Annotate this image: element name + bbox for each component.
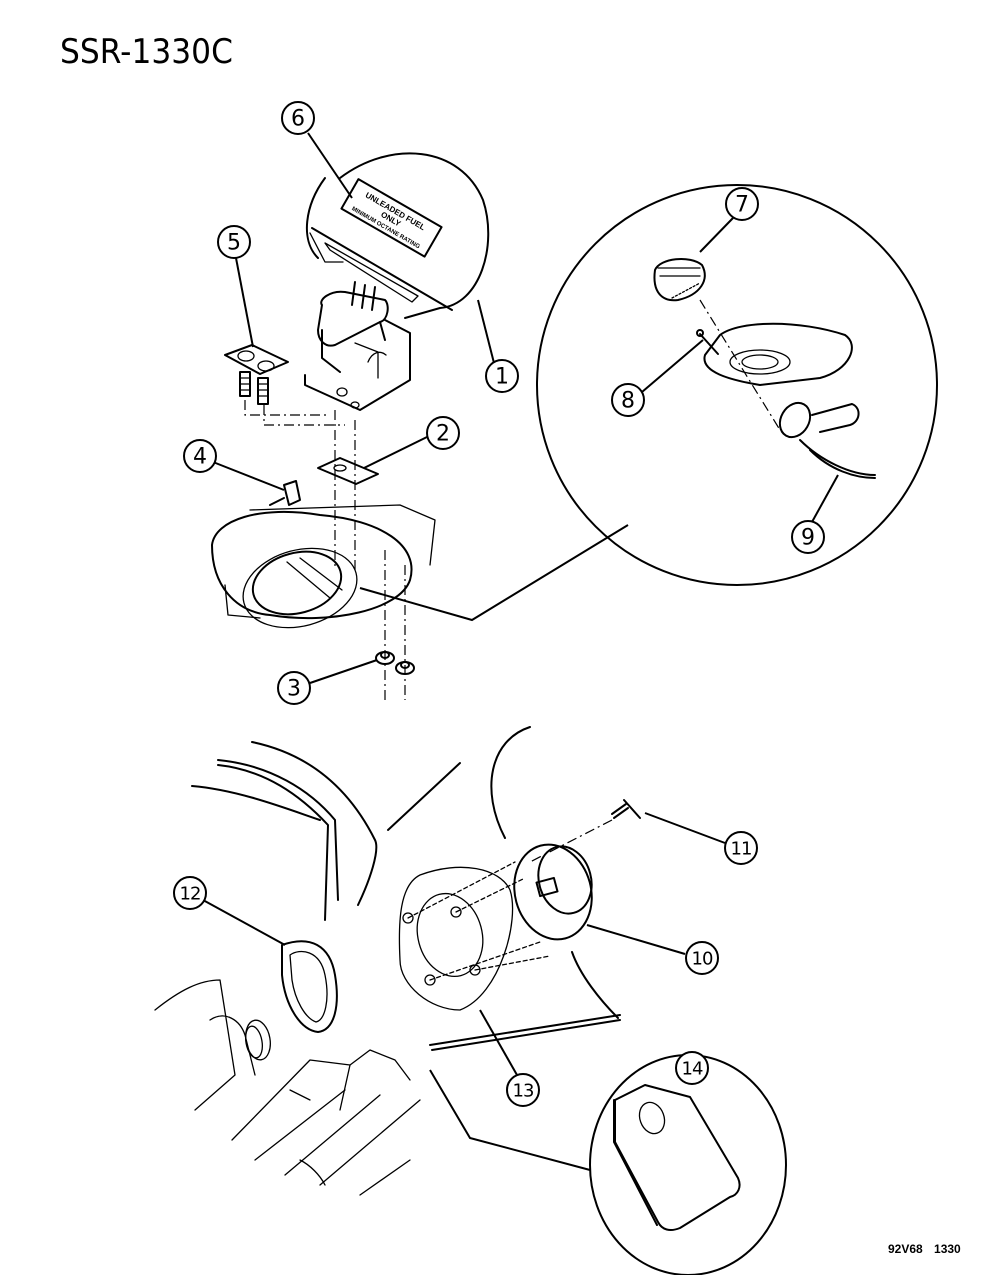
callout-14[interactable]: 14 bbox=[675, 1051, 709, 1085]
callout-13-label: 13 bbox=[513, 1081, 534, 1102]
detail-circle-gasket bbox=[589, 1054, 787, 1275]
callout-12[interactable]: 12 bbox=[173, 876, 207, 910]
callout-4[interactable]: 4 bbox=[183, 439, 217, 473]
callout-9-label: 9 bbox=[801, 526, 815, 551]
callout-13[interactable]: 13 bbox=[506, 1073, 540, 1107]
callout-6-label: 6 bbox=[291, 107, 305, 132]
callout-1[interactable]: 1 bbox=[485, 359, 519, 393]
callout-11[interactable]: 11 bbox=[724, 831, 758, 865]
fuel-door-assembly: UNLEADED FUEL ONLY MINIMUM OCTANE RATING bbox=[211, 152, 629, 700]
callout-7-label: 7 bbox=[735, 193, 749, 218]
callout-5[interactable]: 5 bbox=[217, 225, 251, 259]
callout-7[interactable]: 7 bbox=[725, 187, 759, 221]
fuel-label-plate: UNLEADED FUEL ONLY MINIMUM OCTANE RATING bbox=[340, 178, 443, 258]
diagram-title: SSR-1330C bbox=[60, 32, 233, 72]
callout-2-label: 2 bbox=[436, 422, 450, 447]
callout-8[interactable]: 8 bbox=[611, 383, 645, 417]
callout-1-label: 1 bbox=[495, 365, 509, 390]
body-panel-assembly bbox=[154, 726, 641, 1196]
callout-4-label: 4 bbox=[193, 445, 207, 470]
drawing-code: 92V68 1330 bbox=[888, 1242, 961, 1256]
callout-9[interactable]: 9 bbox=[791, 520, 825, 554]
callouts: 1 2 3 4 5 6 bbox=[173, 101, 839, 1107]
detail-circle-cap bbox=[536, 184, 938, 586]
callout-12-label: 12 bbox=[180, 884, 201, 905]
callout-6[interactable]: 6 bbox=[281, 101, 315, 135]
callout-5-label: 5 bbox=[227, 231, 241, 256]
callout-10-label: 10 bbox=[692, 949, 713, 970]
callout-3[interactable]: 3 bbox=[277, 671, 311, 705]
callout-10[interactable]: 10 bbox=[685, 941, 719, 975]
callout-11-label: 11 bbox=[731, 839, 752, 860]
callout-2[interactable]: 2 bbox=[426, 416, 460, 450]
callout-8-label: 8 bbox=[621, 389, 635, 414]
callout-14-label: 14 bbox=[682, 1059, 703, 1080]
callout-3-label: 3 bbox=[287, 677, 301, 702]
